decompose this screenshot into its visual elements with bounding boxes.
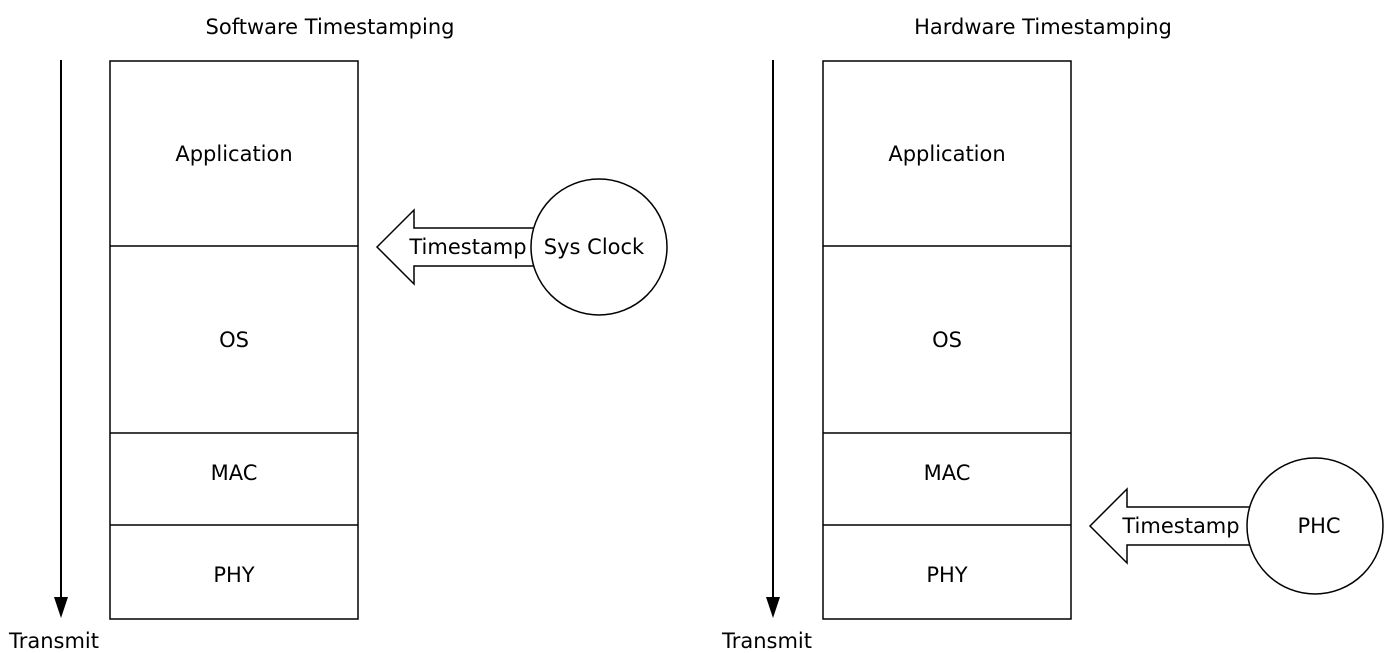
software-panel: Software Timestamping Transmit Applicati… (8, 15, 668, 653)
software-transmit-label: Transmit (8, 629, 99, 653)
hardware-layer-phy: PHY (926, 563, 967, 587)
software-transmit-arrowhead (54, 597, 68, 618)
hardware-transmit-arrowhead (766, 597, 780, 618)
software-layer-application: Application (175, 142, 292, 166)
software-timestamp-label: Timestamp (408, 235, 526, 259)
hardware-title: Hardware Timestamping (914, 15, 1172, 39)
software-layer-mac: MAC (211, 461, 258, 485)
phc-clock-label: PHC (1297, 514, 1340, 538)
hardware-transmit-label: Transmit (721, 629, 812, 653)
software-layer-os: OS (219, 328, 249, 352)
hardware-timestamp-label: Timestamp (1121, 514, 1239, 538)
software-layer-phy: PHY (213, 563, 254, 587)
software-stack (109, 60, 359, 620)
sys-clock-circle (530, 178, 668, 316)
hardware-stack (822, 60, 1072, 620)
sys-clock-label: Sys Clock (544, 235, 645, 259)
software-title: Software Timestamping (206, 15, 455, 39)
phc-clock-circle (1246, 457, 1384, 595)
hardware-layer-mac: MAC (924, 461, 971, 485)
hardware-panel: Hardware Timestamping Transmit Applicati… (721, 15, 1384, 653)
hardware-layer-application: Application (888, 142, 1005, 166)
hardware-layer-os: OS (932, 328, 962, 352)
